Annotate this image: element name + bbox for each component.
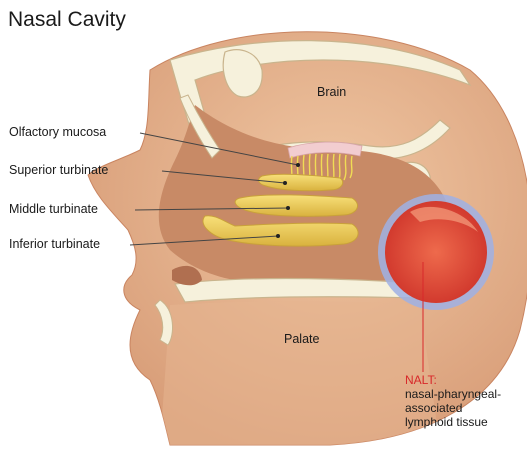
diagram-title: Nasal Cavity <box>8 8 126 32</box>
nalt-heading: NALT: <box>405 373 437 387</box>
label-olfactory-mucosa: Olfactory mucosa <box>9 125 106 139</box>
nalt-description-line-3: lymphoid tissue <box>405 415 488 429</box>
label-brain: Brain <box>317 85 346 99</box>
label-palate: Palate <box>284 332 319 346</box>
label-inferior-turbinate: Inferior turbinate <box>9 237 100 251</box>
nalt-description-line-1: nasal-pharyngeal- <box>405 387 501 401</box>
nalt-description-line-2: associated <box>405 401 462 415</box>
label-middle-turbinate: Middle turbinate <box>9 202 98 216</box>
label-superior-turbinate: Superior turbinate <box>9 163 108 177</box>
oral-region <box>160 301 440 445</box>
